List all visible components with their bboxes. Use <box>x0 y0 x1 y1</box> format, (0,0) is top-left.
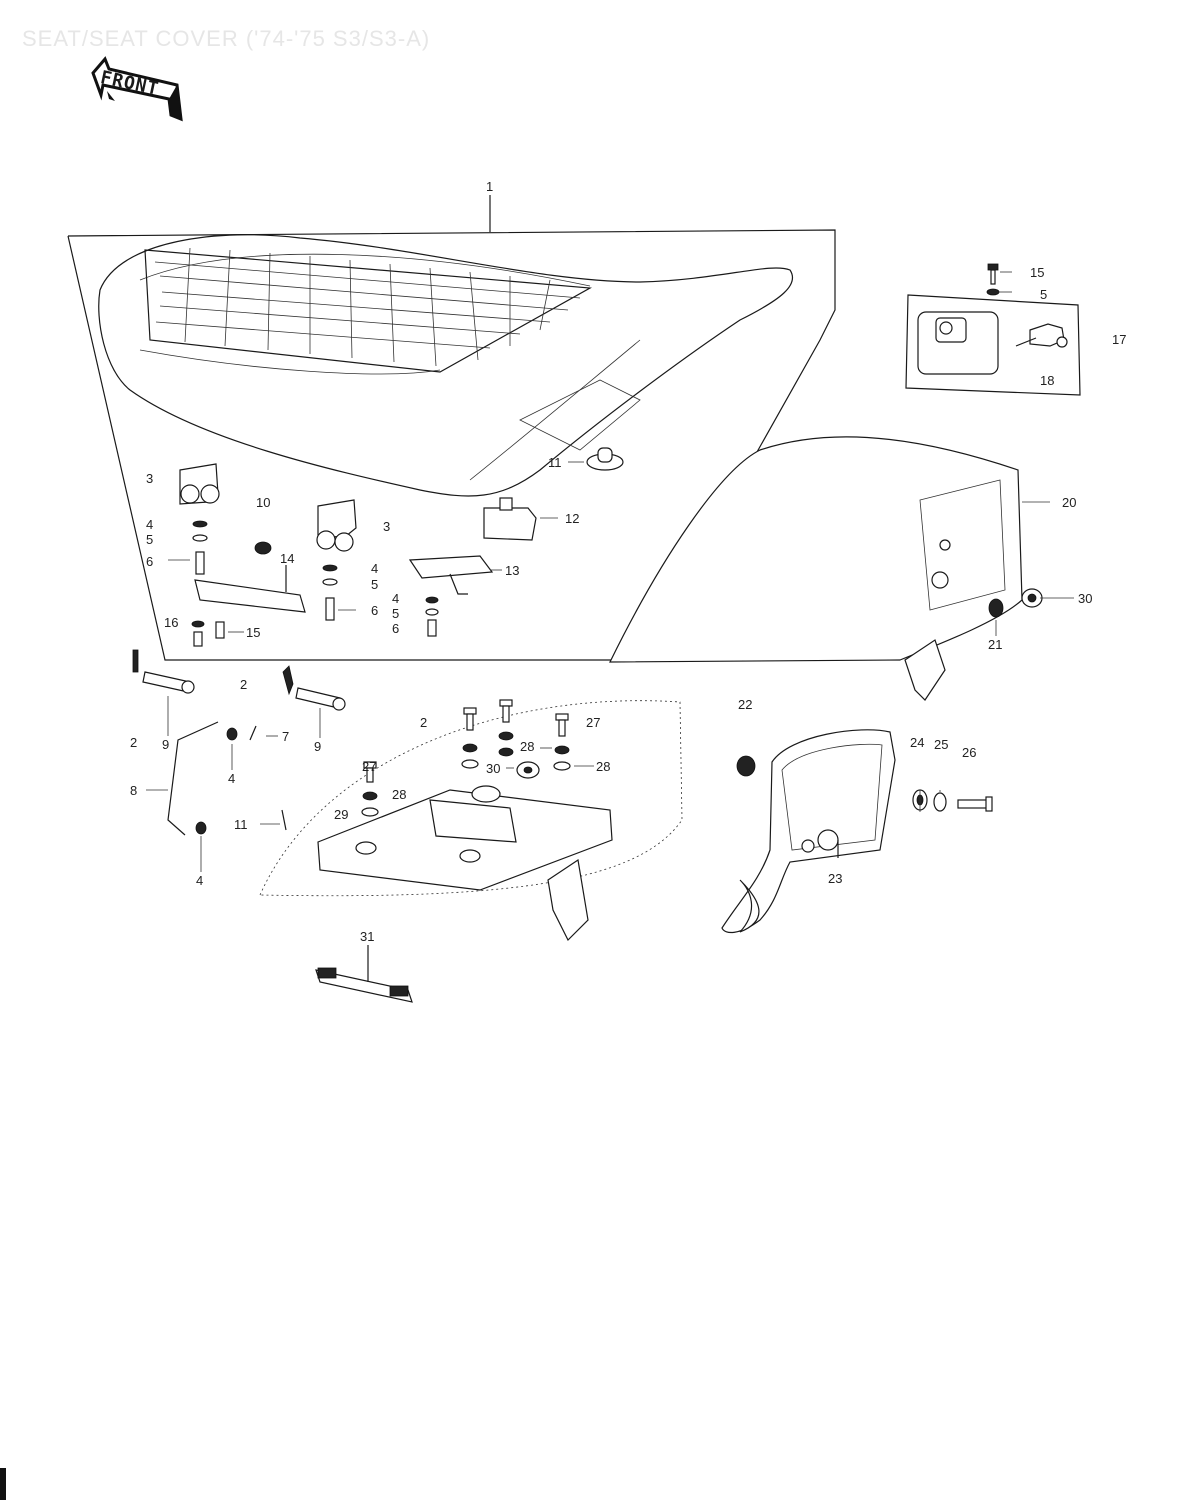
callout-9: 9 <box>314 739 322 754</box>
page-edge-marker <box>0 1468 6 1500</box>
callout-15: 15 <box>1030 265 1045 280</box>
callout-3: 3 <box>146 471 154 486</box>
callout-6: 6 <box>146 554 154 569</box>
callout-21: 21 <box>988 637 1003 652</box>
seat-hinges <box>179 463 357 552</box>
callout-20: 20 <box>1062 495 1077 510</box>
callout-5: 5 <box>1040 287 1048 302</box>
callout-15: 15 <box>246 625 261 640</box>
callout-28: 28 <box>520 739 535 754</box>
callout-13: 13 <box>505 563 520 578</box>
callout-28: 28 <box>392 787 407 802</box>
callout-23: 23 <box>828 871 843 886</box>
callout-4: 4 <box>146 517 154 532</box>
callout-4: 4 <box>196 873 204 888</box>
callout-28: 28 <box>596 759 611 774</box>
seat-bumpers-brackets <box>408 447 624 595</box>
callout-5: 5 <box>392 606 400 621</box>
seat-cushion <box>98 234 794 497</box>
hinge-pins <box>132 649 346 711</box>
callout-4: 4 <box>371 561 379 576</box>
callout-12: 12 <box>565 511 580 526</box>
callout-30: 30 <box>486 761 501 776</box>
callout-26: 26 <box>962 745 977 760</box>
callout-3: 3 <box>383 519 391 534</box>
page-title: SEAT/SEAT COVER ('74-'75 S3/S3-A) <box>22 26 431 51</box>
callout-10: 10 <box>256 495 271 510</box>
callout-11: 11 <box>548 455 562 470</box>
callout-5: 5 <box>371 577 379 592</box>
callout-leaders <box>146 271 1074 872</box>
tail-cover <box>721 729 993 934</box>
callout-27: 2 <box>420 715 428 730</box>
seat-assembly-frame <box>67 195 836 661</box>
tray-fasteners <box>361 699 571 817</box>
callout-25: 25 <box>934 737 949 752</box>
callout-8: 8 <box>130 783 138 798</box>
callout-9: 9 <box>162 737 170 752</box>
callout-16: 16 <box>164 615 179 630</box>
callout-30: 30 <box>1078 591 1093 606</box>
callout-6: 6 <box>392 621 400 636</box>
callout-24: 24 <box>910 735 925 750</box>
seat-plate <box>194 565 306 613</box>
callout-17: 17 <box>1112 332 1127 347</box>
callout-31: 31 <box>360 929 375 944</box>
callout-14: 14 <box>280 551 295 566</box>
seat-base-tray <box>259 700 683 942</box>
seat-lock-assembly <box>905 263 1081 396</box>
seat-strap <box>315 945 413 1003</box>
callout-1: 1 <box>486 179 494 194</box>
callout-22: 22 <box>738 697 753 712</box>
small-fasteners <box>191 520 439 647</box>
callout-6: 6 <box>371 603 379 618</box>
rear-seat-cover <box>609 436 1043 701</box>
callout-11: 11 <box>234 817 248 832</box>
callout-2: 2 <box>130 735 138 750</box>
callout-18: 18 <box>1040 373 1055 388</box>
callout-7: 7 <box>282 729 290 744</box>
front-arrow-icon <box>85 55 185 125</box>
callout-4: 4 <box>228 771 236 786</box>
callout-27: 27 <box>362 759 377 774</box>
callout-4: 4 <box>392 591 400 606</box>
callout-29: 29 <box>334 807 349 822</box>
seat-stay-rod <box>167 721 287 836</box>
callout-27: 27 <box>586 715 601 730</box>
callout-2: 2 <box>240 677 248 692</box>
callout-5: 5 <box>146 532 154 547</box>
seat-quilted-pattern <box>144 247 592 373</box>
